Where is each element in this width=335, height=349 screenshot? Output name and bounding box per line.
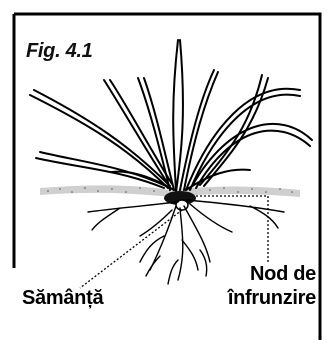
- tillering-node-label-line2: înfrunzire: [203, 286, 316, 310]
- tillering-node-label-line1: Nod de: [203, 262, 316, 286]
- figure-label: Fig. 4.1: [26, 40, 93, 63]
- seed-label: Sămânță: [22, 286, 103, 310]
- tillering-node-label: Nod de înfrunzire: [203, 262, 316, 310]
